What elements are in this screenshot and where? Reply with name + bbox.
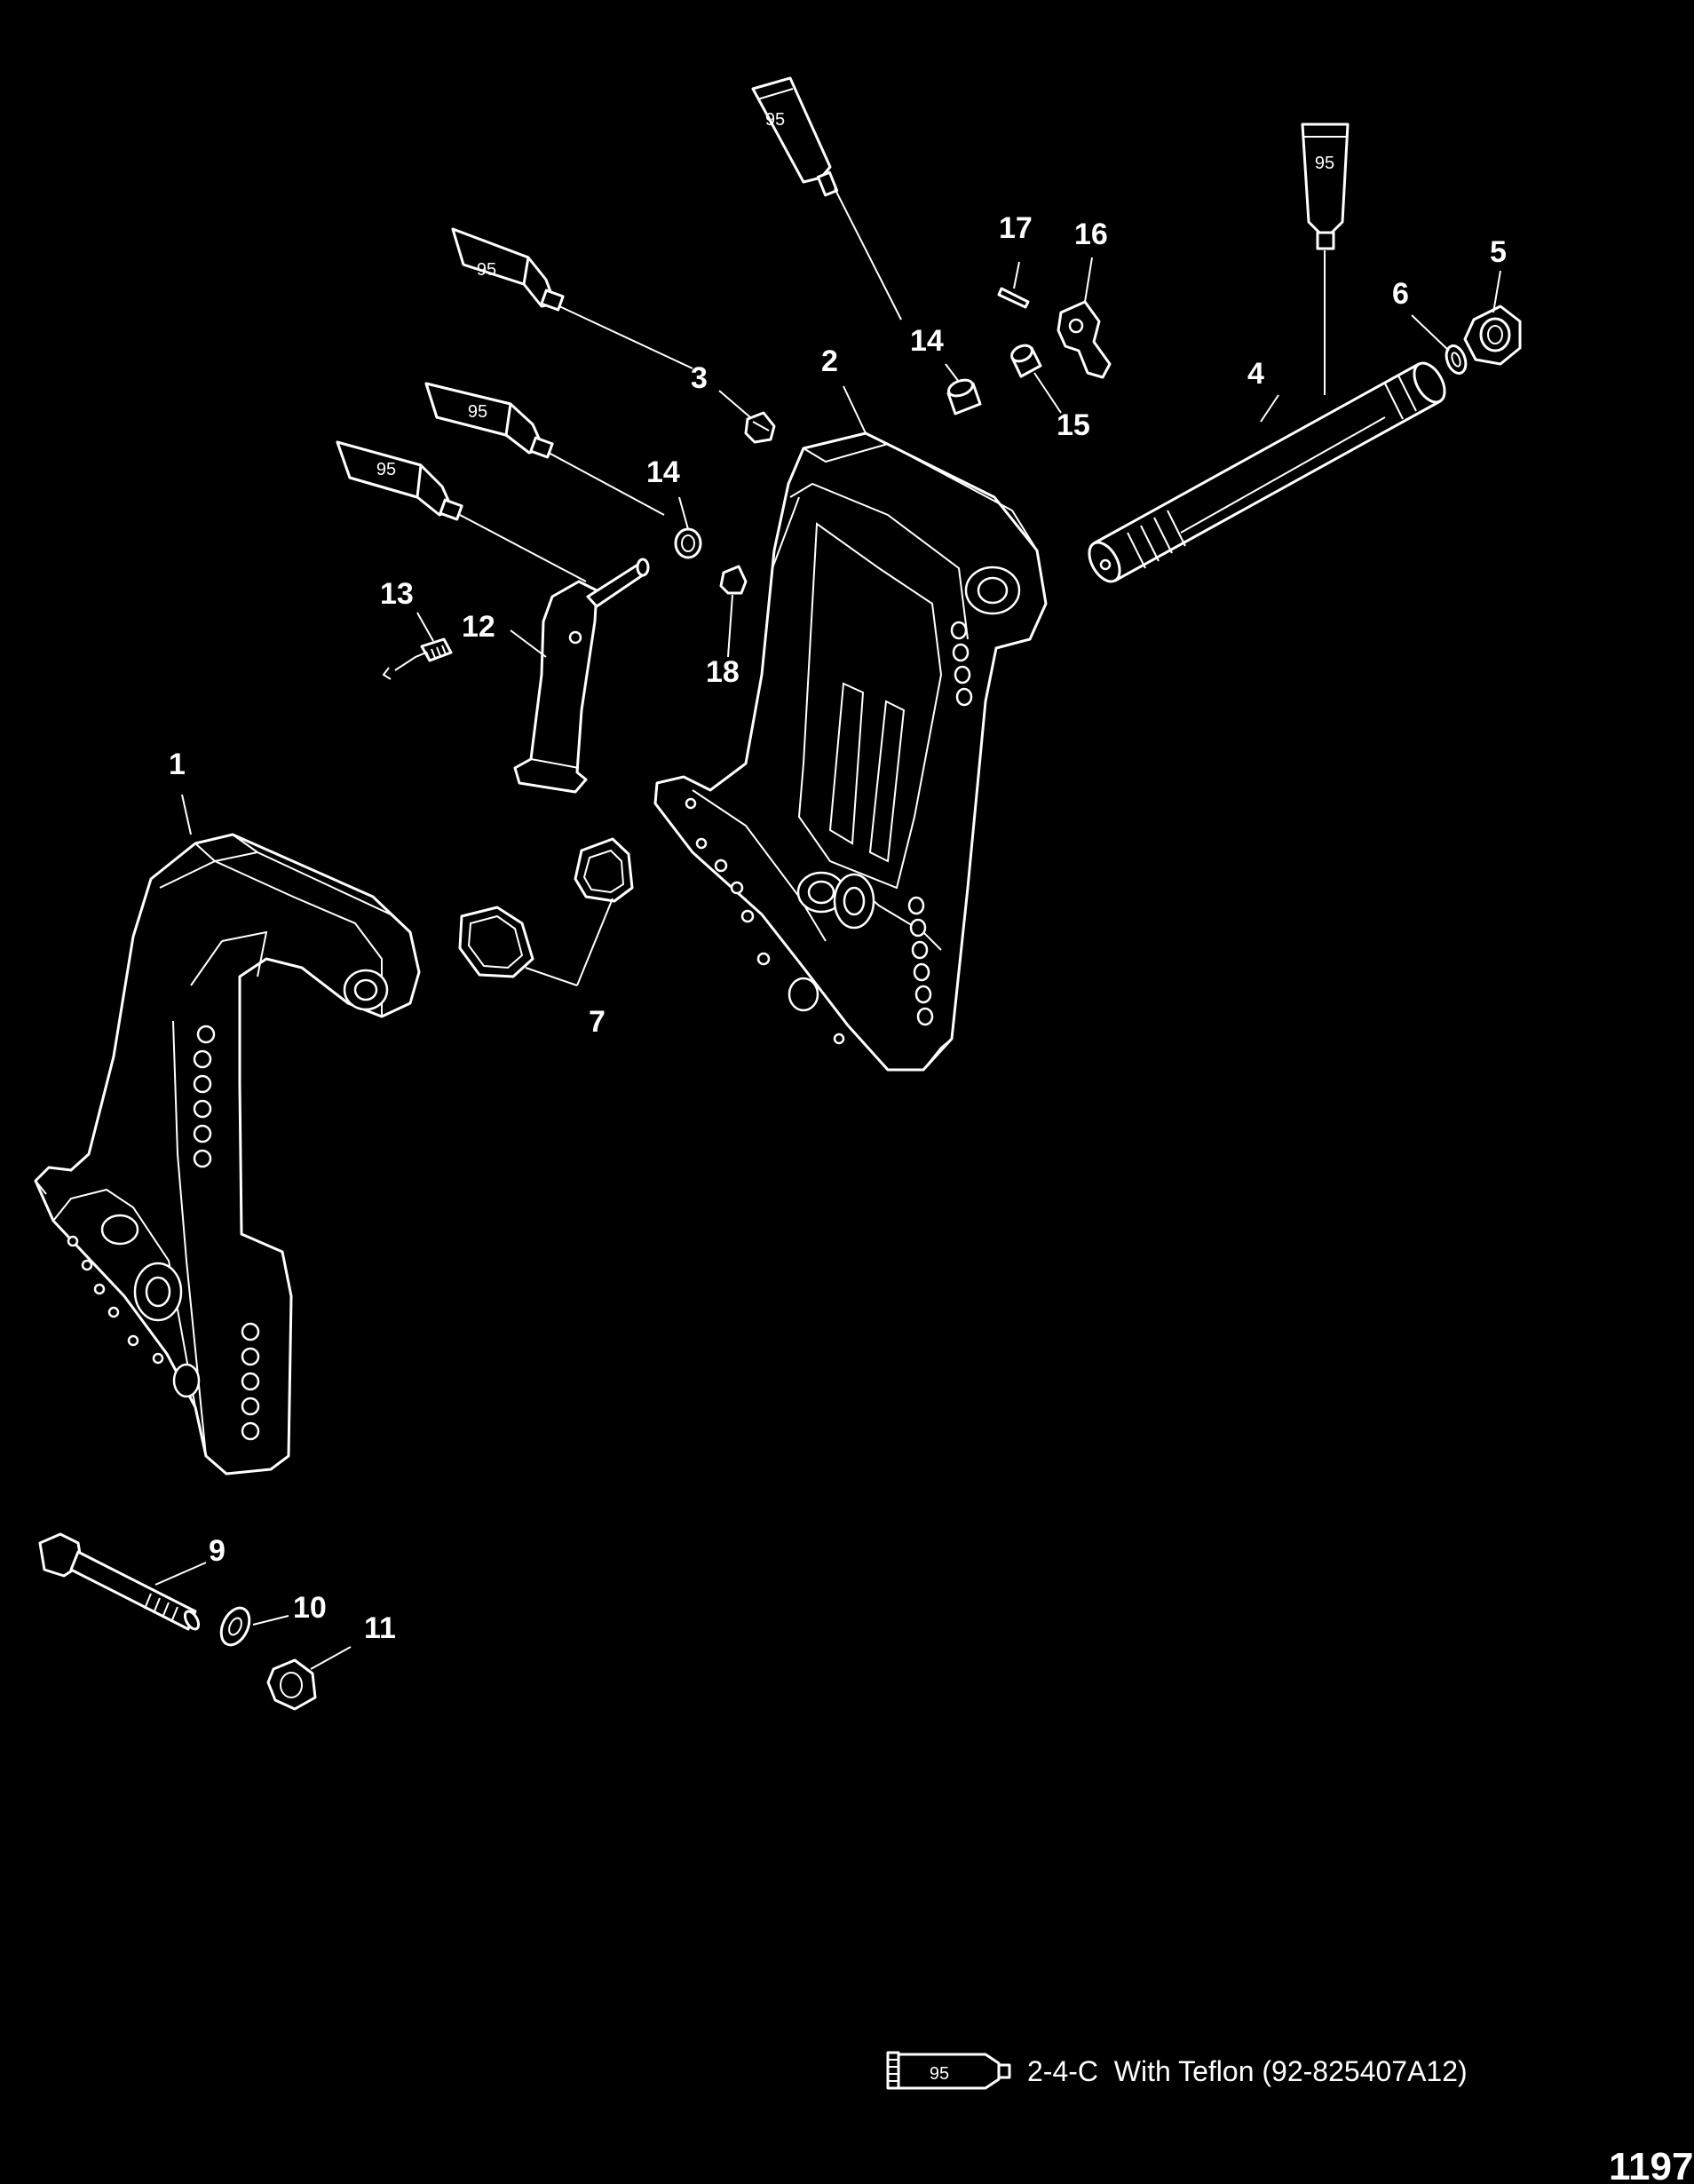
callout-10: 10: [293, 1591, 327, 1625]
lubricant-tube-top-right: 95: [1301, 123, 1350, 250]
callout-leaders: [154, 257, 1501, 1670]
lubricant-tube-middle-left: 95: [424, 382, 554, 459]
callout-15: 15: [1057, 408, 1090, 442]
callout-14-lower: 14: [646, 455, 680, 489]
tube-label: 95: [468, 402, 487, 422]
part-5-nut: [1463, 305, 1522, 366]
callout-4: 4: [1247, 357, 1264, 391]
part-14-bushing-lower: [674, 527, 702, 559]
callout-1: 1: [169, 748, 186, 781]
part-4-tilt-tube: [1088, 361, 1446, 583]
part-15-bushing: [1010, 344, 1042, 378]
callout-16: 16: [1074, 218, 1108, 251]
part-18-fitting: [719, 565, 748, 595]
callout-11: 11: [364, 1611, 396, 1645]
tube-label: 95: [765, 110, 785, 130]
part-3-fitting: [744, 411, 776, 444]
callout-18: 18: [706, 655, 740, 689]
legend-text: 2-4-C With Teflon (92-825407A12): [1027, 2055, 1468, 2087]
part-9-bolt: [38, 1532, 201, 1631]
callout-12: 12: [462, 610, 495, 644]
tube-label: 95: [477, 260, 496, 280]
part-14-bushing-upper: [946, 378, 982, 415]
part-11-nut: [266, 1658, 317, 1711]
callout-6: 6: [1392, 277, 1409, 311]
lubrication-leaders: [459, 187, 1326, 582]
part-7-pad-upper: [574, 837, 634, 903]
legend: 95 2-4-C With Teflon (92-825407A12): [886, 2051, 1468, 2090]
part-17-pin: [997, 287, 1030, 309]
lubricant-tube-top-center: 95: [751, 76, 839, 197]
figure-number: 11971: [1609, 2145, 1694, 2184]
legend-lubricant-tube-icon: 95: [886, 2051, 1011, 2090]
part-10-washer: [219, 1606, 251, 1647]
tube-label: 95: [1315, 154, 1334, 173]
callout-5: 5: [1490, 235, 1507, 269]
lubricant-tube-lower-left: 95: [336, 440, 463, 521]
tube-label: 95: [376, 460, 396, 479]
legend-tube-label: 95: [930, 2064, 949, 2084]
part-2-bracket: [653, 431, 1048, 1072]
part-13-spring: [382, 637, 453, 680]
part-12-lever: [513, 558, 650, 794]
callout-2: 2: [821, 344, 838, 378]
lubricant-tube-upper-left: 95: [451, 227, 565, 312]
part-16-lever: [1057, 300, 1112, 379]
callout-13: 13: [380, 577, 414, 611]
callout-labels: 1 2 3 4 5 6 7 9 10 11 12 13 14 14 15 16 …: [169, 211, 1507, 1645]
callout-17: 17: [999, 211, 1033, 245]
part-7-pad-lower: [458, 906, 534, 978]
part-6-washer: [1445, 344, 1468, 375]
callout-9: 9: [209, 1534, 226, 1568]
part-1-bracket: [34, 833, 421, 1476]
callout-7: 7: [589, 1005, 606, 1039]
callout-3: 3: [691, 361, 708, 395]
callout-14-upper: 14: [910, 324, 944, 358]
